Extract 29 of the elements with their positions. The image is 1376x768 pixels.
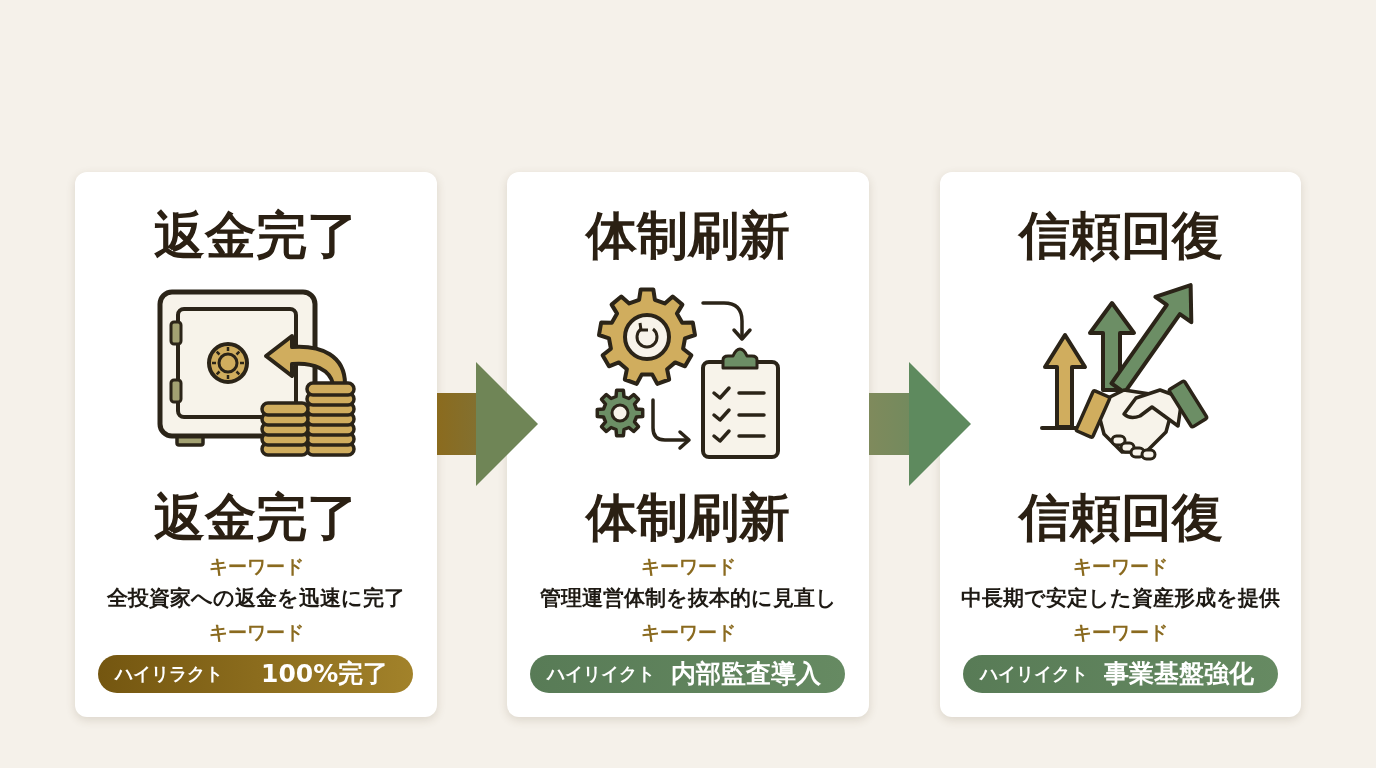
pill-label: ハイリラクト: [115, 664, 223, 684]
card-title: 体制刷新: [586, 488, 790, 547]
description-text: 中長期で安定した資産形成を提供: [961, 586, 1280, 611]
card-title: 体制刷新: [586, 206, 790, 265]
highlight-pill: [530, 655, 845, 693]
card: [75, 172, 437, 717]
card-title: 返金完了: [154, 488, 358, 547]
highlight-text: 内部監査導入: [671, 660, 821, 688]
pill-label: ハイリイクト: [547, 664, 655, 684]
card: [507, 172, 869, 717]
arrow: [437, 362, 538, 486]
card-title: 信頼回復: [1018, 488, 1223, 547]
highlight-pill: [963, 655, 1278, 693]
highlight-text: 事業基盤強化: [1104, 660, 1254, 688]
description-text: 管理運営体制を抜本的に見直し: [539, 586, 837, 611]
keyword-label: キーワード: [208, 556, 304, 578]
highlight-pill: [98, 655, 413, 693]
arrow: [869, 362, 971, 486]
keyword-label: キーワード: [640, 556, 736, 578]
description-text: 全投資家への返金を迅速に完了: [107, 586, 405, 611]
keyword-label: キーワード: [1073, 556, 1168, 578]
keyword-label: キーワード: [640, 622, 736, 644]
card-title: 信頼回復: [1018, 206, 1223, 265]
card: [940, 172, 1301, 717]
highlight-text: 100%完了: [261, 660, 389, 688]
pill-label: ハイリイクト: [980, 664, 1088, 684]
keyword-label: キーワード: [1073, 622, 1168, 644]
keyword-label: キーワード: [208, 622, 304, 644]
card-title: 返金完了: [154, 206, 358, 265]
